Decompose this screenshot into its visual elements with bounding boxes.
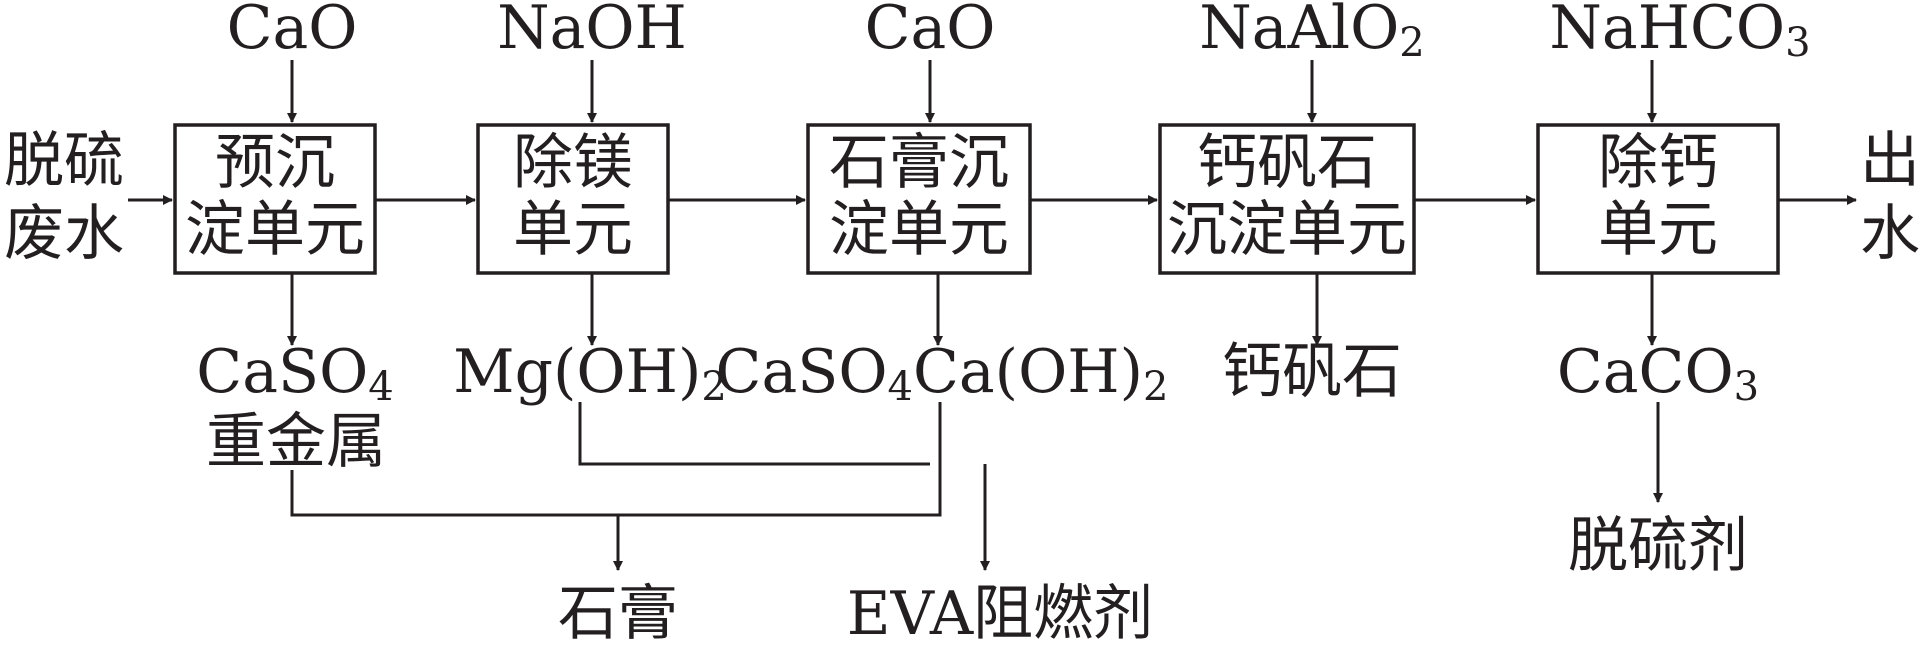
unit-4-line1: 钙矾石 (1197, 128, 1377, 198)
product-gypsum: 石膏 (558, 579, 678, 649)
precipitate-caso4: CaSO4 (196, 337, 393, 410)
reagent-naalo2: NaAlO2 (1199, 0, 1424, 66)
unit-pre-sedimentation: 预沉 淀单元 (173, 123, 377, 275)
unit-3-line1: 石膏沉 (829, 128, 1009, 198)
precipitate-ettringite: 钙矾石 (1222, 337, 1402, 407)
unit-5-line1: 除钙 (1598, 128, 1718, 198)
unit-ettringite-sedimentation: 钙矾石 沉淀单元 (1158, 123, 1416, 275)
precipitate-heavy-metals: 重金属 (206, 407, 386, 477)
reagent-cao-1: CaO (227, 0, 358, 63)
unit-ca-removal: 除钙 单元 (1536, 123, 1780, 275)
unit-1-line1: 预沉 (215, 128, 335, 198)
outlet-line1: 出 (1860, 126, 1920, 196)
product-eva-flame-retardant: EVA阻燃剂 (847, 579, 1153, 649)
unit-4-line2: 沉淀单元 (1167, 195, 1407, 265)
outlet-line2: 水 (1860, 199, 1920, 269)
source-line2: 废水 (4, 199, 124, 269)
precipitate-mg-oh-2: Mg(OH)2 (453, 337, 727, 410)
source-line1: 脱硫 (4, 126, 124, 196)
unit-2-line2: 单元 (513, 195, 633, 265)
unit-2-line1: 除镁 (513, 128, 633, 198)
reagent-nahco3: NaHCO3 (1549, 0, 1810, 66)
reagent-cao-2: CaO (865, 0, 996, 63)
unit-3-line2: 淀单元 (829, 195, 1009, 265)
flame-retardant-collection-line (578, 402, 930, 466)
gypsum-collection-line (290, 402, 942, 517)
unit-5-line2: 单元 (1598, 195, 1718, 265)
precipitate-caco3: CaCO3 (1557, 337, 1759, 410)
precipitate-caso4-ca-oh-2: CaSO4Ca(OH)2 (716, 337, 1169, 410)
product-desulfurizer: 脱硫剂 (1568, 511, 1748, 581)
reagent-naoh: NaOH (497, 0, 687, 63)
unit-mg-removal: 除镁 单元 (476, 123, 670, 275)
unit-gypsum-sedimentation: 石膏沉 淀单元 (806, 123, 1032, 275)
unit-1-line2: 淀单元 (185, 195, 365, 265)
